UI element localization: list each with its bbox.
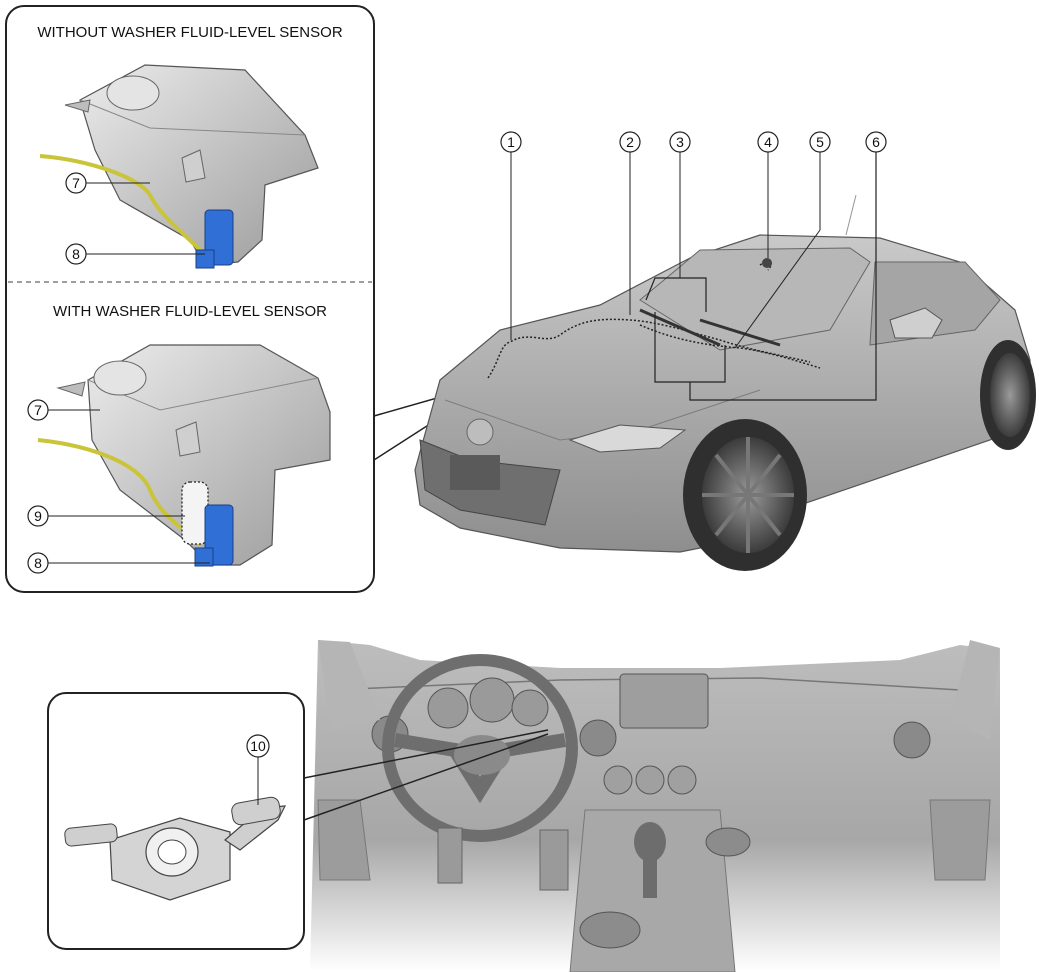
tank-cap-icon	[106, 75, 160, 111]
headlight	[568, 424, 687, 453]
washer-hose	[39, 154, 202, 252]
washer-tank-with-sensor	[37, 344, 331, 567]
callout-3: 3	[669, 131, 691, 278]
dashboard	[310, 640, 1000, 972]
switch-leader-lines	[303, 729, 549, 821]
callout-7-lower: 7	[27, 399, 100, 421]
svg-text:3: 3	[676, 134, 684, 150]
gear-knob-icon	[634, 822, 666, 862]
svg-text:5: 5	[816, 134, 824, 150]
reservoir-inset-panel: WITHOUT WASHER FLUID-LEVEL SENSOR WITH W…	[5, 5, 375, 593]
svg-text:7: 7	[34, 402, 42, 418]
vehicle-exterior	[414, 150, 1036, 571]
air-vent-icon	[893, 721, 931, 759]
callout-6: 6	[865, 131, 887, 153]
with-sensor-title: WITH WASHER FLUID-LEVEL SENSOR	[53, 303, 327, 320]
rear-wheel	[980, 340, 1036, 450]
callout-9: 9	[27, 505, 185, 527]
washer-hose	[37, 438, 202, 547]
steering-wheel	[382, 654, 578, 842]
vehicle-interior	[310, 640, 1000, 972]
washer-hose-routing	[487, 260, 821, 379]
svg-text:2: 2	[626, 134, 634, 150]
front-wheel	[683, 419, 807, 571]
svg-text:7: 7	[72, 175, 80, 191]
combination-switch-inset: 10	[47, 692, 305, 950]
callout-8-upper: 8	[65, 243, 205, 265]
callout-10: 10	[246, 734, 270, 805]
svg-text:10: 10	[250, 738, 266, 754]
callout-5: 5	[734, 131, 831, 349]
svg-text:8: 8	[72, 246, 80, 262]
air-vent-icon	[579, 719, 617, 757]
tank-cap-icon	[93, 360, 147, 396]
windshield	[639, 247, 871, 351]
svg-text:6: 6	[872, 134, 880, 150]
rain-sensor-icon	[762, 258, 772, 268]
without-sensor-title: WITHOUT WASHER FLUID-LEVEL SENSOR	[37, 24, 342, 41]
callout-4: 4	[757, 131, 779, 258]
svg-text:8: 8	[34, 555, 42, 571]
center-display	[619, 673, 709, 729]
fluid-level-sensor-icon	[181, 481, 209, 545]
callout-2: 2	[619, 131, 641, 315]
callout-1: 1	[500, 131, 522, 340]
wiper-arms	[639, 308, 781, 347]
washer-tank-without-sensor	[39, 64, 319, 269]
callout-7-upper: 7	[65, 172, 150, 194]
callout-8-lower: 8	[27, 552, 210, 574]
svg-text:1: 1	[507, 134, 515, 150]
svg-text:4: 4	[764, 134, 772, 150]
svg-text:9: 9	[34, 508, 42, 524]
wiper-washer-switch	[64, 796, 287, 901]
